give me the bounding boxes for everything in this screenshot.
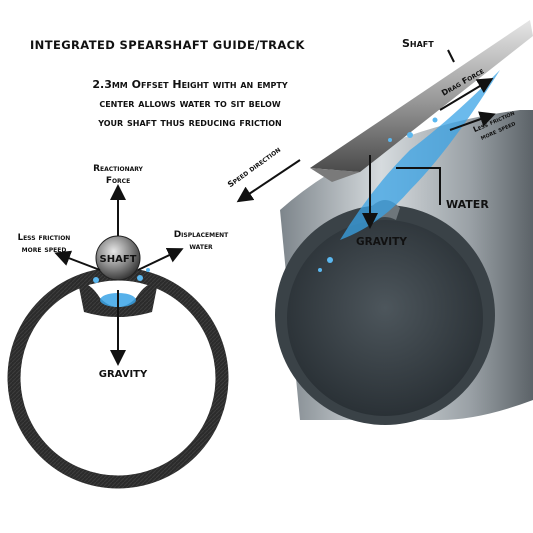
tube-perspective-diagram	[236, 20, 533, 425]
less-friction-arrow-left	[54, 250, 101, 271]
gravity-label-right: GRAVITY	[356, 236, 407, 248]
subtitle-line-2: center allows water to sit below	[99, 97, 281, 110]
drag-force-arrow	[439, 77, 494, 111]
displacement-water-label: Displacement water	[173, 230, 229, 252]
cross-section-diagram: SHAFT	[7, 184, 229, 489]
water-label-right: WATER	[446, 198, 489, 211]
displacement-arrow	[137, 247, 184, 271]
gravity-label-left: GRAVITY	[98, 369, 148, 380]
headline-subtitle: 2.3mm Offset Height with an empty center…	[40, 75, 340, 132]
speed-direction-arrow	[236, 159, 301, 203]
subtitle-line-3: your shaft thus reducing friction	[98, 116, 282, 129]
shaft-rod	[310, 20, 533, 182]
subtitle-line-1: 2.3mm Offset Height with an empty	[92, 78, 288, 91]
less-friction-arrow-right	[449, 111, 496, 131]
shaft-label-right: Shaft	[402, 37, 434, 50]
shaft-label-left: SHAFT	[100, 254, 137, 265]
headline-title: Integrated Spearshaft Guide/Track	[30, 38, 305, 52]
shaft-pointer-line	[447, 49, 455, 63]
reactionary-force-label: Reactionary Force	[93, 164, 143, 186]
water-splash-right	[318, 70, 500, 272]
water-pointer-line	[396, 167, 441, 205]
less-friction-label-left: Less friction more speed	[17, 233, 71, 255]
